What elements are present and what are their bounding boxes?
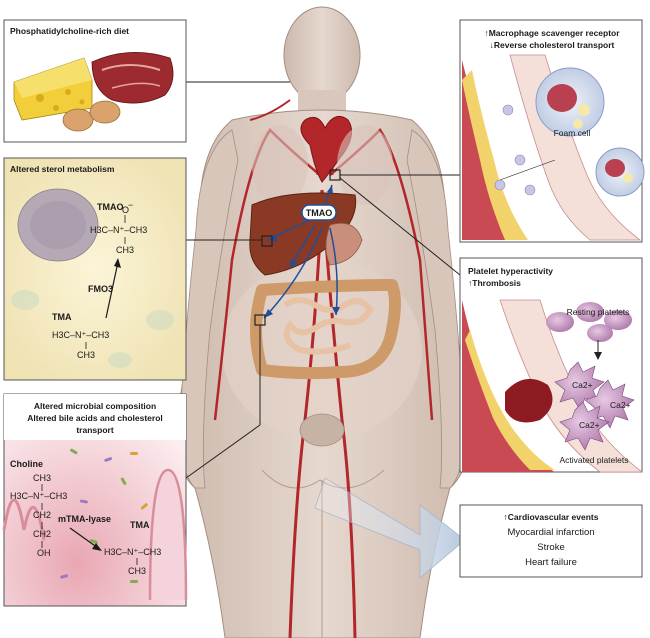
intestinal-villi <box>2 498 46 541</box>
microbial-tma-label: TMA <box>130 520 150 530</box>
resting-platelet <box>587 324 613 342</box>
panel-macrophage: ↑Macrophage scavenger receptor ↓Reverse … <box>459 19 645 243</box>
choline-ch3: CH3 <box>33 473 51 483</box>
connector-lines <box>185 81 461 479</box>
body-tmao-label: TMAO <box>306 208 333 218</box>
activated-platelet <box>559 401 610 451</box>
sterol-tma-label: TMA <box>52 312 72 322</box>
resting-platelet <box>604 310 632 330</box>
lyase-label: mTMA-lyase <box>58 514 111 524</box>
cardio-item-stroke: Stroke <box>537 542 564 553</box>
calcium-ion-3: Ca2+ <box>579 420 600 430</box>
sterol-tmao-formula: H3C–N⁺–CH3 <box>90 225 147 235</box>
intestinal-villi <box>148 468 188 601</box>
resting-platelets-label: Resting platelets <box>567 307 630 317</box>
choline-amine: H3C–N⁺–CH3 <box>10 491 67 501</box>
panel-microbial-header-3: transport <box>76 425 113 435</box>
resting-platelet <box>546 312 574 332</box>
sterol-tma-ch3: CH3 <box>77 350 95 360</box>
sterol-tma-formula: H3C–N⁺–CH3 <box>52 330 109 340</box>
choline-label: Choline <box>10 459 43 469</box>
panel-microbial-header-1: Altered microbial composition <box>34 401 156 411</box>
liver-focus-square <box>261 235 273 247</box>
panel-diet: Phosphatidylcholine-rich diet <box>3 19 187 143</box>
choline-ch2-a: CH2 <box>33 510 51 520</box>
egg-illustration <box>89 100 121 124</box>
panel-cardiovascular-events: ↑Cardiovascular events Myocardial infarc… <box>459 504 643 578</box>
cardio-item-mi: Myocardial infarction <box>507 527 594 538</box>
calcium-ion-2: Ca2+ <box>610 400 631 410</box>
tmao-distribution-arrows <box>263 184 340 319</box>
panel-sterol: Altered sterol metabolism TMAO O − H3C–N… <box>3 157 187 381</box>
outcome-arrow <box>314 477 466 579</box>
choline-ch2-b: CH2 <box>33 529 51 539</box>
egg-illustration <box>62 108 94 132</box>
human-body-figure <box>174 6 471 638</box>
panel-platelet-header-1: Platelet hyperactivity <box>468 266 553 276</box>
panel-diet-header: Phosphatidylcholine-rich diet <box>10 26 129 36</box>
panel-microbial-header-2: Altered bile acids and cholesterol <box>27 413 163 423</box>
activated-platelets-label: Activated platelets <box>560 455 629 465</box>
microbial-tma-ch3: CH3 <box>128 566 146 576</box>
microbes <box>60 448 148 583</box>
artery-wall <box>462 60 520 240</box>
body-tmao-badge <box>301 204 337 221</box>
microbial-tma-formula: H3C–N⁺–CH3 <box>104 547 161 557</box>
sterol-tmao-ch3: CH3 <box>116 245 134 255</box>
artery-wall <box>462 300 555 472</box>
foam-cell-label: Foam cell <box>554 128 591 138</box>
choline-oh: OH <box>37 548 51 558</box>
panel-sterol-header: Altered sterol metabolism <box>10 164 115 174</box>
panel-microbial: Altered microbial composition Altered bi… <box>2 393 188 607</box>
sterol-tmao-label: TMAO <box>97 202 124 212</box>
steak-illustration <box>91 52 174 104</box>
panel-platelet: Platelet hyperactivity ↑Thrombosis Resti… <box>459 257 644 473</box>
panel-macrophage-header-1: ↑Macrophage scavenger receptor <box>484 28 620 38</box>
panel-platelet-header-2: ↑Thrombosis <box>468 278 521 288</box>
sterol-tmao-oxygen: O <box>122 205 129 215</box>
sterol-tmao-charge: − <box>128 200 133 210</box>
thrombus <box>505 378 553 423</box>
resting-platelet <box>576 302 604 322</box>
cardio-item-heart-failure: Heart failure <box>525 557 577 568</box>
calcium-ion-1: Ca2+ <box>572 380 593 390</box>
sterol-enzyme-label: FMO3 <box>88 284 113 294</box>
panel-macrophage-header-2: ↓Reverse cholesterol transport <box>490 40 615 50</box>
cardio-header: ↑Cardiovascular events <box>504 512 599 522</box>
